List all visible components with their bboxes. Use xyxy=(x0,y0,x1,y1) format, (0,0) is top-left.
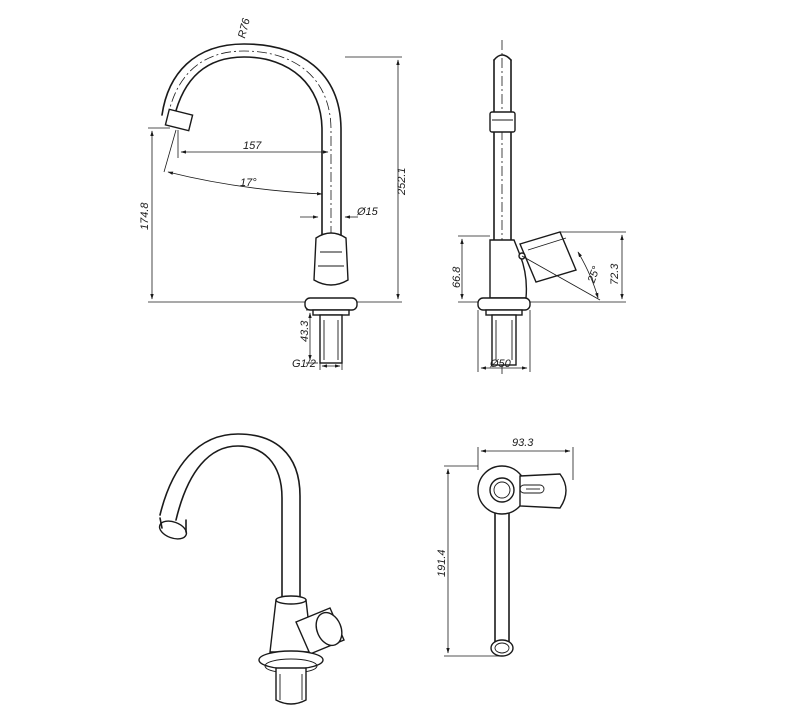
front-dimension-lines xyxy=(148,56,402,370)
dim-length: 191.4 xyxy=(436,549,448,577)
top-aerator xyxy=(490,639,514,657)
front-view: R76 157 17° Ø15 252.1 174.8 43.3 G1/2 xyxy=(139,16,408,370)
side-base xyxy=(477,297,531,311)
side-dimension-lines xyxy=(458,231,626,372)
front-body xyxy=(304,232,358,364)
front-shank xyxy=(319,314,343,364)
side-body xyxy=(477,231,577,366)
iso-body xyxy=(258,595,345,705)
dim-body-height: 66.8 xyxy=(451,266,463,288)
iso-shank xyxy=(275,667,307,705)
dim-spout-reach: 157 xyxy=(243,140,262,152)
dim-pipe-diameter: Ø15 xyxy=(356,206,379,218)
dim-height-total: 252.1 xyxy=(396,167,408,196)
side-spout xyxy=(489,40,516,375)
dim-base-diameter: Ø50 xyxy=(489,358,512,370)
front-spout xyxy=(161,43,342,237)
front-base xyxy=(304,297,358,311)
dim-height-outlet: 174.8 xyxy=(139,202,151,230)
side-view: 66.8 72.3 25° Ø50 xyxy=(451,40,626,375)
side-handle xyxy=(519,231,577,283)
front-aerator xyxy=(164,108,194,132)
top-view: 93.3 191.4 xyxy=(436,437,574,657)
top-handle xyxy=(519,473,567,509)
dim-radius: R76 xyxy=(236,16,253,39)
dim-depth: 93.3 xyxy=(512,437,534,449)
iso-spout xyxy=(158,433,301,601)
side-aerator xyxy=(489,111,516,133)
dim-handle-height: 72.3 xyxy=(609,263,621,285)
top-dimension-lines xyxy=(444,447,574,657)
iso-base xyxy=(258,650,324,670)
dim-shank-length: 43.3 xyxy=(299,320,311,342)
dim-handle-angle: 25° xyxy=(585,264,603,285)
dim-thread: G1/2 xyxy=(292,358,316,370)
top-body xyxy=(477,465,567,515)
isometric-view xyxy=(158,433,345,705)
dim-spout-angle: 17° xyxy=(240,177,257,189)
top-spout xyxy=(490,491,514,657)
iso-aerator xyxy=(158,520,188,540)
